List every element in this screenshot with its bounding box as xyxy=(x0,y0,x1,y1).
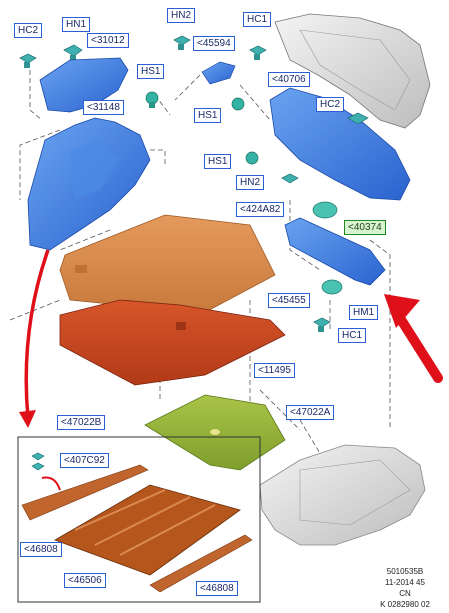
callout-47022a[interactable]: <47022A xyxy=(286,405,335,420)
callout-424a82[interactable]: <424A82 xyxy=(236,202,285,217)
grommet-hm1 xyxy=(321,279,343,295)
load-floor-46506 xyxy=(54,484,241,576)
footer-line-3: CN xyxy=(399,589,411,598)
callout-hs1-center[interactable]: HS1 xyxy=(194,108,222,123)
trunk-mat-45455 xyxy=(59,214,276,316)
footer-line-2: 11-2014 45 xyxy=(385,578,425,587)
callout-40374-highlighted[interactable]: <40374 xyxy=(344,220,386,235)
parcel-shelf-panel xyxy=(274,13,431,129)
callout-hc2-right[interactable]: HC2 xyxy=(316,97,345,112)
body-floor-pan xyxy=(259,444,426,546)
insulator-11495 xyxy=(59,299,286,386)
clip-hn2-top xyxy=(173,35,191,50)
callout-40706[interactable]: <40706 xyxy=(268,72,310,87)
screw-hs1-left xyxy=(145,91,159,108)
side-trim-panel-40706 xyxy=(269,87,411,201)
callout-hc1-top[interactable]: HC1 xyxy=(243,12,272,27)
footer-codes: 5010535B 11-2014 45 CN K 0282980 02 xyxy=(365,566,445,610)
cap-424a82 xyxy=(312,201,338,219)
callout-11495[interactable]: <11495 xyxy=(254,363,295,378)
clip-hc1-top xyxy=(249,45,267,60)
callout-hn2-top[interactable]: HN2 xyxy=(167,8,196,23)
callout-hs1-right[interactable]: HS1 xyxy=(204,154,232,169)
inset-frame xyxy=(17,436,261,603)
clip-407c92 xyxy=(31,452,45,471)
bracket-45594 xyxy=(201,61,236,85)
callout-46506[interactable]: <46506 xyxy=(64,573,106,588)
red-arrow-diagonal xyxy=(395,313,443,383)
screw-hs1-center xyxy=(231,97,245,111)
callout-31012[interactable]: <31012 xyxy=(87,33,129,48)
callout-45455[interactable]: <45455 xyxy=(268,293,310,308)
clip-hn1 xyxy=(63,44,83,61)
small-red-arrow xyxy=(41,476,61,491)
sill-trim-40374 xyxy=(284,217,386,286)
callout-hs1-left[interactable]: HS1 xyxy=(137,64,165,79)
clip-hc2-right xyxy=(347,112,369,125)
callout-46808-right[interactable]: <46808 xyxy=(196,581,238,596)
footer-line-1: 5010535B xyxy=(386,567,424,576)
clip-hc1-lower xyxy=(313,317,331,332)
callout-45594[interactable]: <45594 xyxy=(193,36,235,51)
side-trim-panel-31012 xyxy=(39,57,129,113)
red-arrow-curved xyxy=(24,249,50,419)
rail-46808-left xyxy=(21,464,149,521)
callout-hn2-right[interactable]: HN2 xyxy=(236,175,265,190)
clip-hn2-right xyxy=(281,173,299,184)
callout-407c92[interactable]: <407C92 xyxy=(60,453,109,468)
callout-hm1[interactable]: HM1 xyxy=(349,305,379,320)
callout-46808-left[interactable]: <46808 xyxy=(20,542,62,557)
callout-hc1-lower[interactable]: HC1 xyxy=(338,328,367,343)
callout-hc2-top-left[interactable]: HC2 xyxy=(14,23,43,38)
clip-hc2-top-left xyxy=(19,53,37,68)
callout-31148[interactable]: <31148 xyxy=(83,100,124,115)
callout-47022b[interactable]: <47022B xyxy=(57,415,106,430)
callout-hn1[interactable]: HN1 xyxy=(62,17,91,32)
rail-46808-right xyxy=(149,534,253,593)
footer-line-4: K 0282980 02 xyxy=(380,600,430,609)
screw-hs1-right xyxy=(245,151,259,165)
